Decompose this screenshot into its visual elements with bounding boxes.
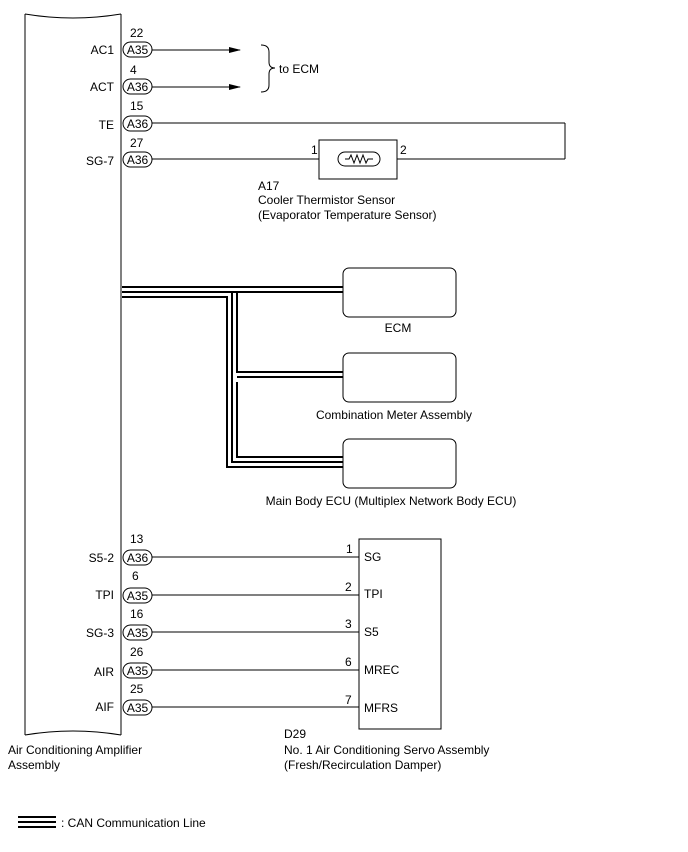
pin-number: 13 [130,532,144,546]
servo-pin-label: MREC [364,663,400,677]
pin-number: 27 [130,136,144,150]
servo-pin-number: 3 [345,617,352,631]
pin-number: 22 [130,26,144,40]
sensor-name-line1: Cooler Thermistor Sensor [258,193,395,207]
servo-pin-label: SG [364,550,381,564]
servo-pin-number: 2 [345,580,352,594]
connector-code: A35 [127,701,149,715]
pin-name: AC1 [91,43,115,57]
amplifier-assembly [24,13,122,736]
connector-code: A35 [127,626,149,640]
pin-number: 15 [130,99,144,113]
connector-code: A36 [127,551,149,565]
resistor-icon [345,153,373,165]
connector-code: A35 [127,43,149,57]
cooler-thermistor-sensor [318,139,398,180]
sensor-code: A17 [258,179,280,193]
pin-row-tpi: TPI 6 A35 2 TPI [95,569,383,604]
brace-icon [260,44,276,93]
pin-name: TPI [95,588,114,602]
pin-number: 6 [132,569,139,583]
pin-name: ACT [90,80,115,94]
amplifier-label-line1: Air Conditioning Amplifier [8,743,142,757]
servo-assembly-box [358,538,442,730]
pin-name: TE [99,118,114,132]
pin-row-aif: AIF 25 A35 7 MFRS [95,682,398,716]
arrow-icon [229,84,241,90]
servo-pin-number: 6 [345,655,352,669]
pin-name: AIF [95,700,114,714]
servo-pin-number: 1 [346,542,353,556]
pin-row-sg-3: SG-3 16 A35 3 S5 [86,607,379,641]
sensor-name-line2: (Evaporator Temperature Sensor) [258,208,437,222]
connector-code: A36 [127,153,149,167]
sensor-pin-2: 2 [400,143,407,157]
connector-code: A36 [127,80,149,94]
legend-label: : CAN Communication Line [61,816,206,830]
ecm-box [342,267,457,318]
pin-name: AIR [94,665,114,679]
arrow-icon [229,47,241,53]
pin-row-te: TE 15 A36 [99,99,153,132]
connector-code: A35 [127,589,149,603]
can-line-legend-icon [18,816,56,828]
servo-pin-number: 7 [345,693,352,707]
servo-code: D29 [284,727,306,741]
pin-name: S5-2 [89,551,115,565]
main-body-ecu-box [342,438,457,489]
sensor-wiring [152,122,566,160]
can-bus [122,286,343,468]
pin-number: 25 [130,682,144,696]
pin-row-air: AIR 26 A35 6 MREC [94,645,400,679]
connector-code: A35 [127,664,149,678]
servo-name-line2: (Fresh/Recirculation Damper) [284,758,441,772]
pin-number: 4 [130,63,137,77]
servo-name-line1: No. 1 Air Conditioning Servo Assembly [284,743,489,757]
connector-code: A36 [127,117,149,131]
servo-pin-label: S5 [364,625,379,639]
pin-row-ac1: AC1 22 A35 [91,26,241,58]
pin-row-s5-2: S5-2 13 A36 1 SG [89,532,381,566]
pin-row-sg7: SG-7 27 A36 [86,136,153,168]
sensor-pin-1: 1 [311,143,318,157]
main-body-ecu-label: Main Body ECU (Multiplex Network Body EC… [266,494,517,508]
pin-name: SG-3 [86,626,114,640]
combination-meter-label: Combination Meter Assembly [316,408,472,422]
pin-number: 16 [130,607,144,621]
combination-meter-box [342,352,457,403]
servo-pin-label: MFRS [364,701,398,715]
to-ecm-label: to ECM [279,62,319,76]
pin-number: 26 [130,645,144,659]
servo-pin-label: TPI [364,587,383,601]
pin-row-act: ACT 4 A36 [90,63,241,95]
pin-name: SG-7 [86,154,114,168]
ecm-label: ECM [385,321,412,335]
amplifier-label-line2: Assembly [8,758,60,772]
